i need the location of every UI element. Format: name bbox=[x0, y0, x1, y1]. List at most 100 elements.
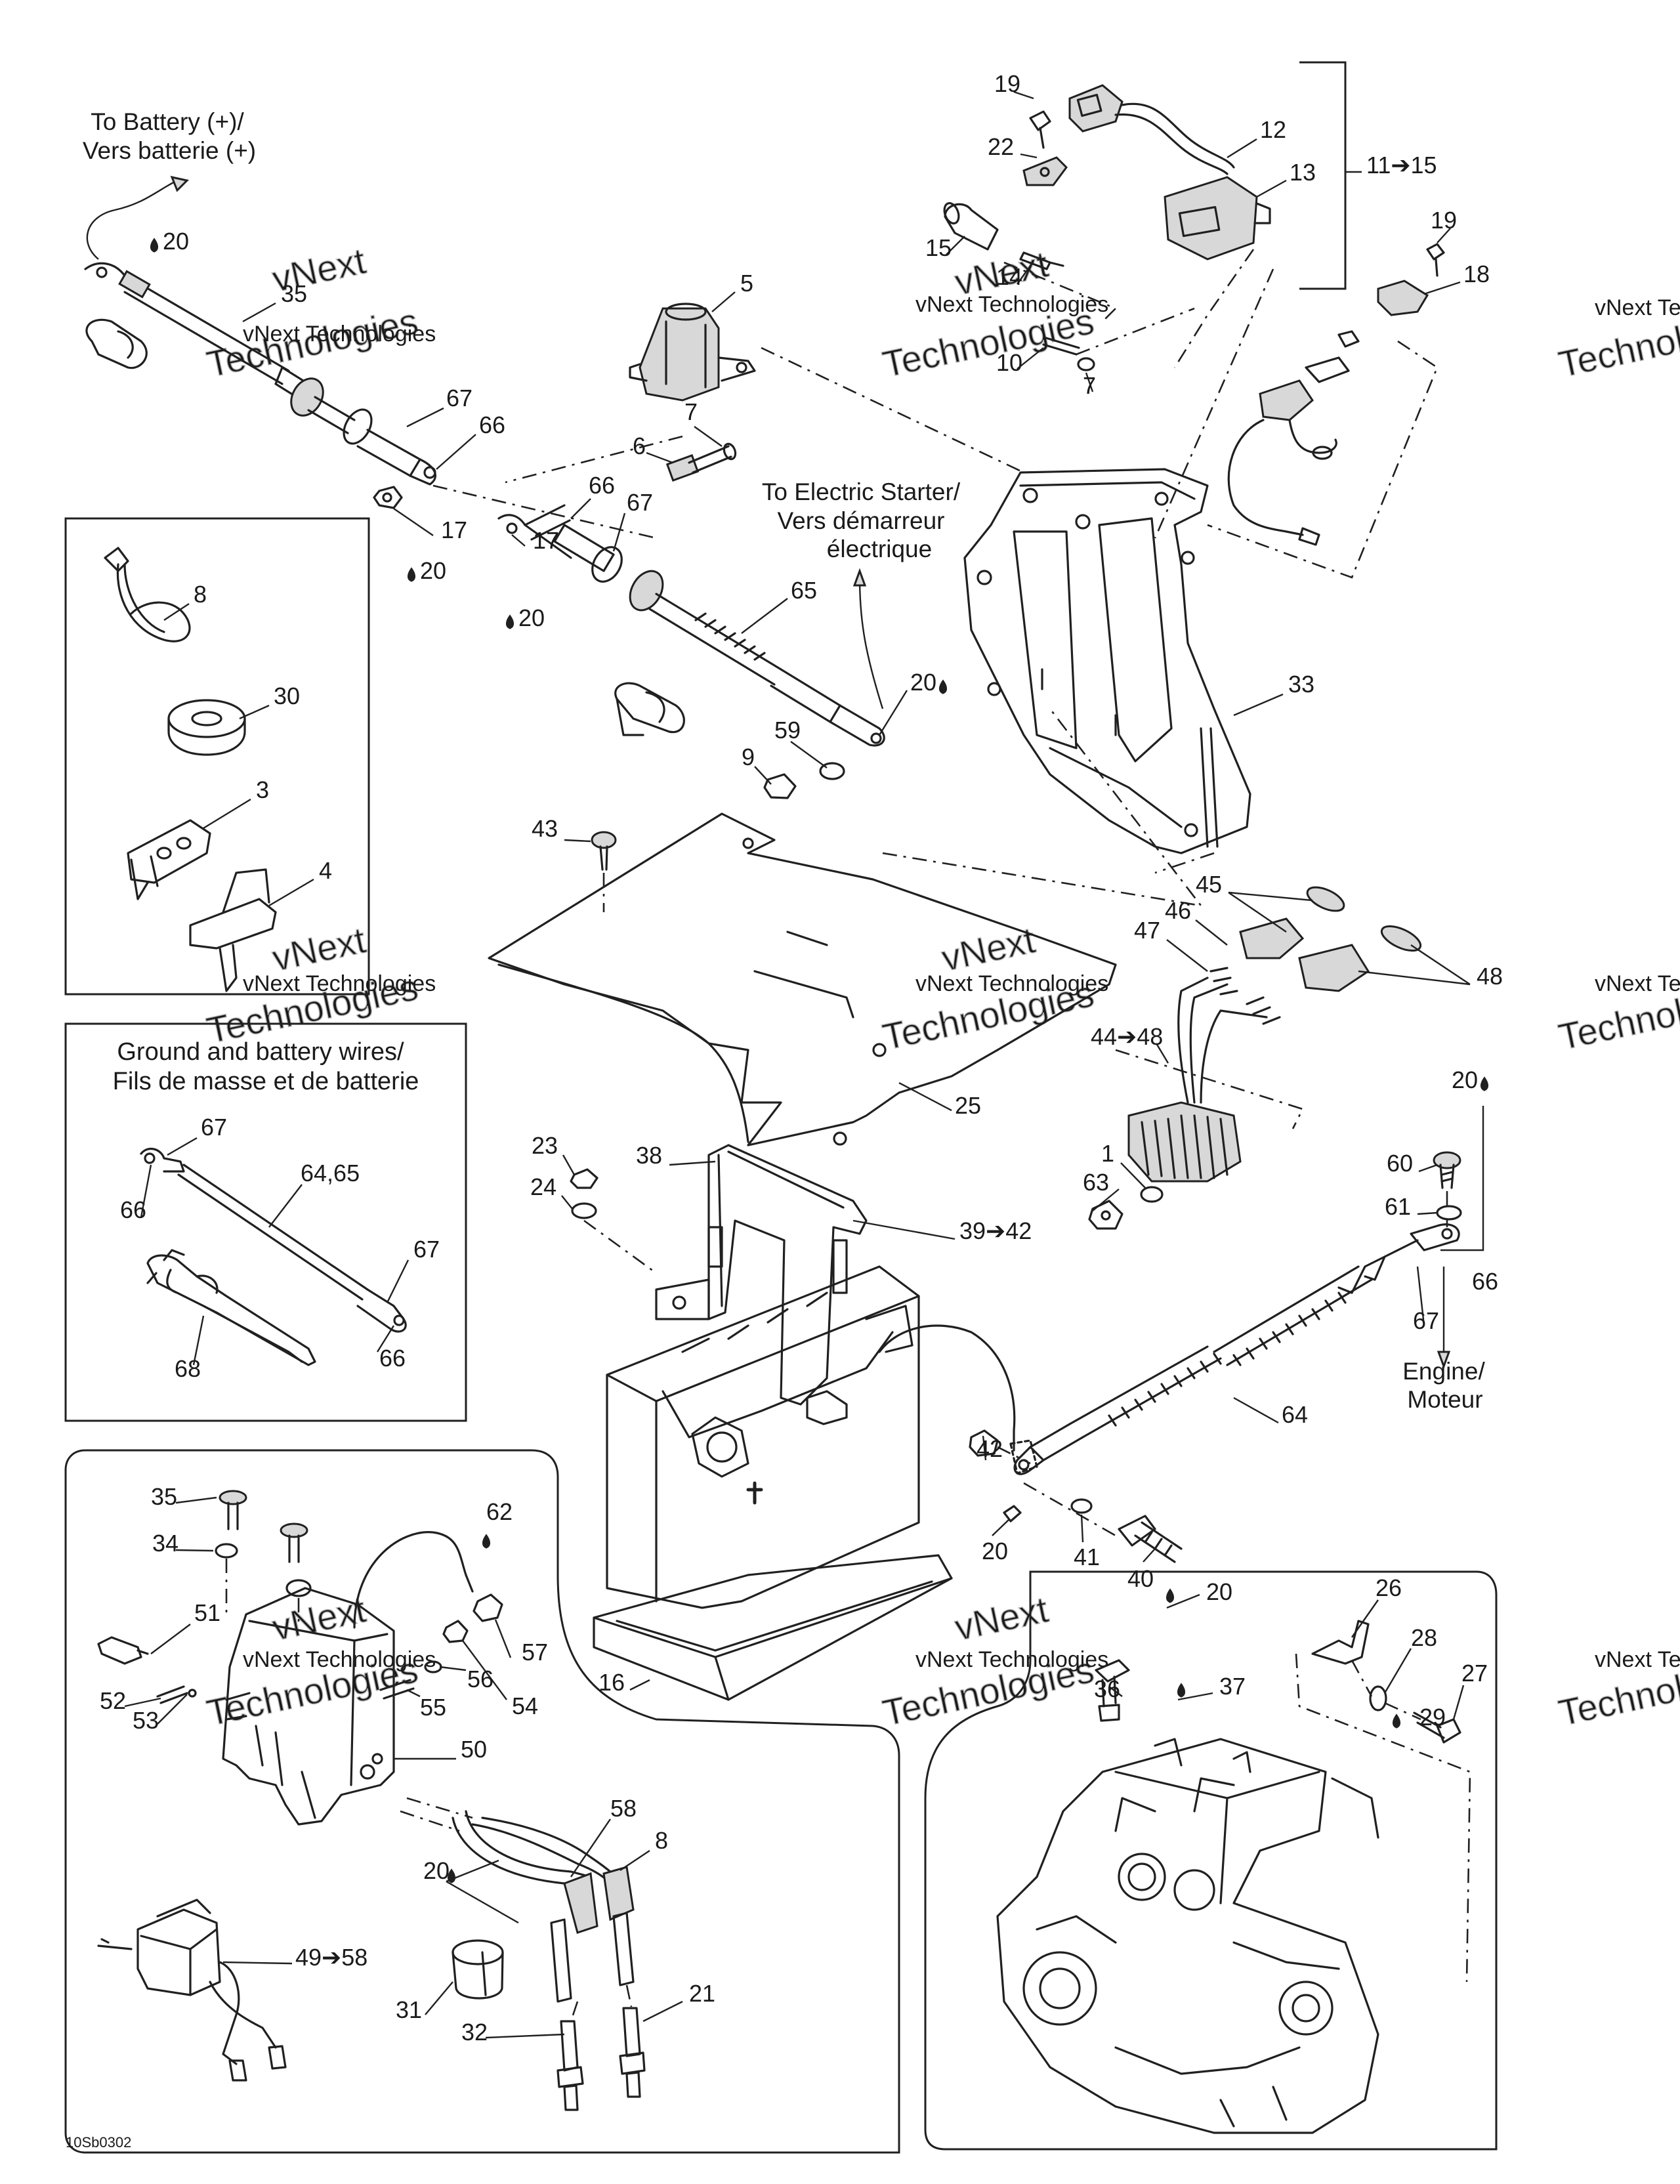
part-callout: 26 bbox=[1376, 1574, 1402, 1601]
part-callout: 67 bbox=[446, 385, 472, 411]
screw-6 bbox=[665, 442, 737, 482]
screw-19 bbox=[1029, 110, 1051, 149]
part-callout: 40 bbox=[1127, 1565, 1154, 1592]
part-callout: 67 bbox=[413, 1236, 440, 1263]
washer-59 bbox=[819, 762, 845, 780]
washer-24 bbox=[571, 1202, 597, 1219]
screw-43 bbox=[591, 831, 617, 871]
part-callout: 54 bbox=[512, 1692, 538, 1719]
ground-box-title-line1: Ground and battery wires/ bbox=[117, 1038, 404, 1066]
connector-15 bbox=[943, 201, 999, 251]
part-callout: 66 bbox=[589, 472, 615, 499]
part-callout: 66 bbox=[1472, 1268, 1498, 1295]
assembly-line bbox=[1351, 1660, 1421, 1721]
part-callout: 6 bbox=[633, 432, 646, 459]
part-callout: 47 bbox=[1134, 917, 1160, 944]
part-callout: 67 bbox=[1413, 1307, 1439, 1334]
assembly-line bbox=[225, 1559, 300, 1628]
ignition-group-box bbox=[64, 1449, 900, 2154]
ground-wire bbox=[353, 1531, 474, 1629]
part-callout: 17 bbox=[533, 527, 559, 554]
drop-label: 20 bbox=[163, 228, 189, 255]
screw-19 bbox=[1426, 243, 1445, 277]
bolt-60 bbox=[1433, 1151, 1461, 1189]
watermark-small: vNext Technologies bbox=[1595, 295, 1680, 320]
watermark-small: vNext Technologies bbox=[243, 322, 436, 346]
nut-63 bbox=[1088, 1200, 1124, 1230]
drawing-code: 10Sb0302 bbox=[66, 2134, 131, 2151]
part-callout: 21 bbox=[689, 1980, 715, 2007]
part-callout: 39➔42 bbox=[959, 1217, 1032, 1244]
part-callout: 16 bbox=[598, 1669, 625, 1696]
battery-tray-16 bbox=[593, 1554, 953, 1701]
engine-assembly bbox=[996, 1738, 1379, 2134]
part-callout: 33 bbox=[1288, 671, 1314, 698]
assembly-line bbox=[505, 435, 683, 484]
to-starter-arrow bbox=[858, 577, 884, 709]
part-callout: 23 bbox=[532, 1132, 558, 1159]
part-callout: 8 bbox=[194, 581, 207, 608]
part-callout: 61 bbox=[1385, 1193, 1411, 1220]
drop-icon bbox=[506, 614, 514, 629]
part-callout: 46 bbox=[1165, 897, 1191, 924]
part-callout: 38 bbox=[636, 1142, 662, 1169]
part-callout: 41 bbox=[1074, 1544, 1100, 1570]
watermark-small: vNext Technologies bbox=[1595, 1647, 1680, 1672]
drop-label: 20 bbox=[518, 604, 545, 631]
part-callout: 15 bbox=[925, 234, 952, 261]
wiring-harness-44-48 bbox=[1127, 886, 1422, 1183]
engine-group-box bbox=[924, 1570, 1498, 2151]
battery-vent-tube bbox=[878, 1324, 1016, 1452]
part-callout: 8 bbox=[655, 1827, 668, 1854]
part-callout: 35 bbox=[281, 280, 307, 307]
washer-7 bbox=[1077, 357, 1095, 371]
part-callout: 4 bbox=[319, 857, 332, 884]
ground-box-title-line2: Fils de masse et de batterie bbox=[113, 1068, 419, 1095]
part-callout: 20 bbox=[910, 669, 936, 696]
starter-note-line1: To Electric Starter/ bbox=[762, 478, 961, 505]
connector-module-12-13 bbox=[1068, 84, 1271, 261]
watermark-large-top: vNext bbox=[268, 919, 369, 978]
part-callout: 37 bbox=[1219, 1673, 1246, 1700]
part-callout: 66 bbox=[120, 1196, 146, 1223]
assembly-line bbox=[761, 346, 1024, 474]
starter-note-line2: Vers démarreur bbox=[778, 507, 945, 534]
fuse-holder bbox=[1259, 379, 1314, 421]
leader-line bbox=[1440, 1106, 1484, 1251]
assembly-line bbox=[1295, 1653, 1471, 1983]
part-callout: 58 bbox=[610, 1795, 637, 1822]
battery bbox=[606, 1265, 920, 1609]
assembly-line bbox=[1023, 1482, 1116, 1537]
watermark-small: vNext Technologies bbox=[1595, 971, 1680, 996]
battery-note-line1: To Battery (+)/ bbox=[91, 108, 244, 135]
nut-54 bbox=[442, 1620, 469, 1643]
part-callout: 64 bbox=[1282, 1401, 1308, 1428]
watermark-large-top: vNext bbox=[938, 919, 1039, 978]
drop-icon bbox=[448, 1868, 455, 1883]
part-callout: 30 bbox=[274, 682, 300, 709]
part-callout: 18 bbox=[1463, 261, 1490, 287]
washer-34 bbox=[215, 1543, 238, 1559]
part-callout: 29 bbox=[1419, 1704, 1446, 1731]
part-callout: 28 bbox=[1411, 1624, 1437, 1651]
spark-plug-21 bbox=[556, 2007, 646, 2111]
washer-61 bbox=[1436, 1205, 1462, 1221]
arrow-head bbox=[170, 175, 190, 192]
assembly-line bbox=[432, 484, 657, 539]
nut-17 bbox=[373, 486, 403, 509]
drop-icon bbox=[939, 679, 947, 694]
positive-cable-35 bbox=[84, 175, 437, 486]
assembly-line bbox=[1173, 249, 1255, 368]
ring-31 bbox=[452, 1939, 504, 2000]
part-callout: 20 bbox=[982, 1538, 1008, 1564]
part-callout: 20 bbox=[423, 1857, 450, 1884]
spacer-30 bbox=[167, 699, 246, 756]
wire-64-65 bbox=[140, 1147, 407, 1333]
battery-holder-38 bbox=[655, 1144, 868, 1406]
part-callout: 20 bbox=[1452, 1066, 1478, 1093]
crimping-tool-68 bbox=[146, 1249, 316, 1366]
part-callout: 31 bbox=[396, 1996, 422, 2023]
leader-lines bbox=[124, 91, 1471, 2039]
part-callout: 9 bbox=[742, 744, 755, 770]
